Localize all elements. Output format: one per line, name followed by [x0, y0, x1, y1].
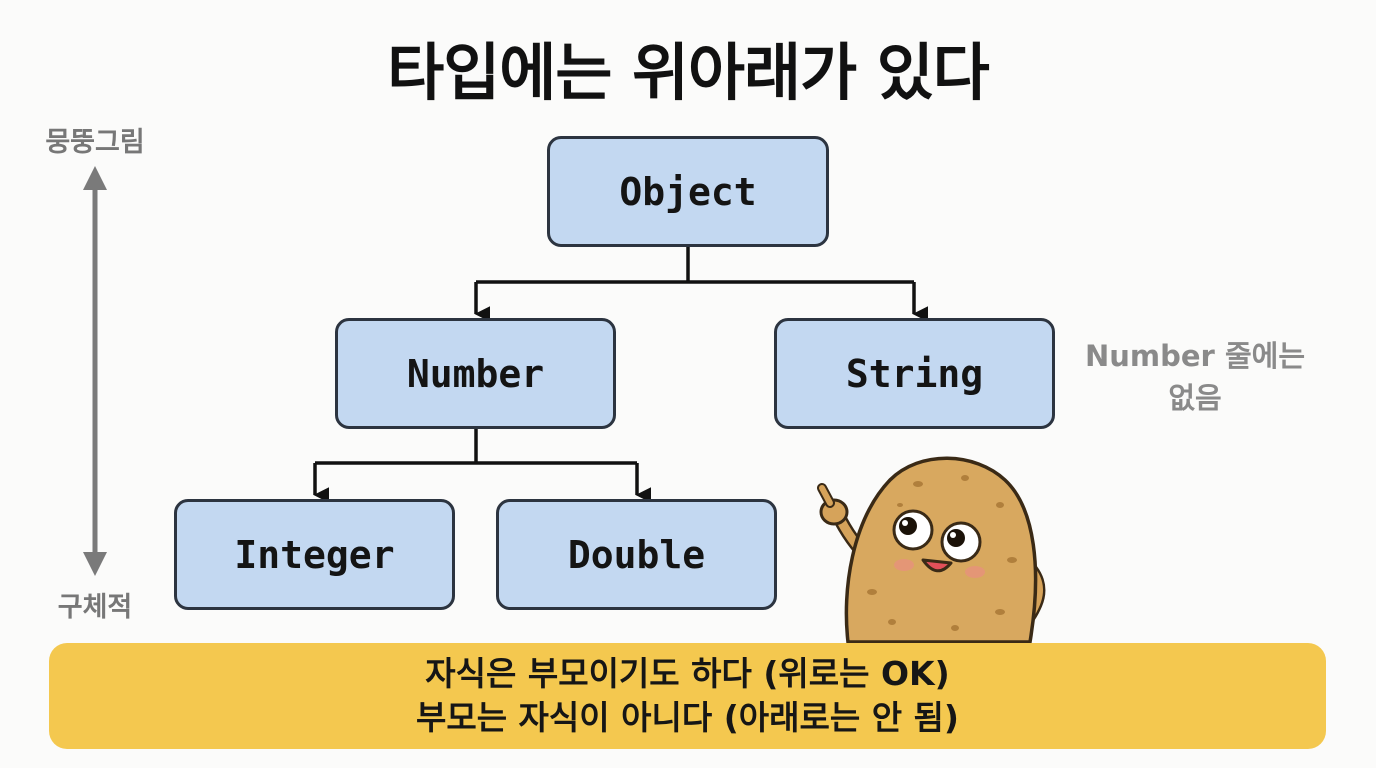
banner-line-upcast: 자식은 부모이기도 하다 (위로는 OK)	[425, 654, 950, 694]
connector-number-children	[313, 429, 652, 503]
potato-mascot	[817, 456, 1046, 644]
rule-banner: 자식은 부모이기도 하다 (위로는 OK) 부모는 자식이 아니다 (아래로는 …	[49, 643, 1326, 749]
node-string: String	[774, 318, 1055, 429]
side-note-line-1: Number 줄에는	[1085, 339, 1305, 373]
potato-mouth	[921, 558, 953, 573]
potato-eyes	[892, 509, 982, 563]
axis-label-concrete: 구체적	[57, 592, 133, 623]
axis-label-abstract: 뭉뚱그림	[45, 127, 145, 158]
potato-spots	[867, 475, 1017, 631]
potato-cheek-right	[965, 566, 985, 578]
string-side-note: Number 줄에는 없음	[1070, 335, 1320, 419]
abstraction-axis-arrow	[83, 166, 107, 576]
node-number: Number	[335, 318, 616, 429]
side-note-line-2: 없음	[1168, 381, 1222, 416]
node-object: Object	[547, 136, 829, 247]
node-double: Double	[496, 499, 777, 610]
page-title: 타입에는 위아래가 있다	[387, 36, 990, 109]
connector-object-children	[474, 247, 929, 322]
banner-line-downcast: 부모는 자식이 아니다 (아래로는 안 됨)	[415, 698, 959, 737]
potato-body	[844, 456, 1038, 644]
node-integer: Integer	[174, 499, 455, 610]
potato-cheek-left	[894, 559, 914, 571]
